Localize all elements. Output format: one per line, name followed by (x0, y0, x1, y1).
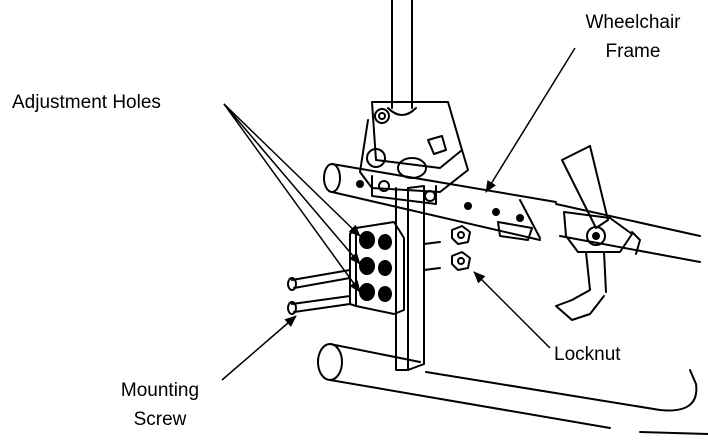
wheelchair-frame-label-line1: Wheelchair (585, 12, 681, 33)
wheelchair-frame-label-line2: Frame (605, 41, 661, 62)
lower-frame-tube (317, 343, 708, 435)
screw-leader-arrow (221, 315, 297, 381)
holes-leader-arrow-2 (223, 103, 361, 265)
mounting-screws (287, 269, 351, 315)
brake-assembly (555, 145, 641, 321)
mounting-bar (371, 175, 437, 371)
top-clamp (359, 101, 469, 193)
wheelchair-frame-tube (323, 163, 701, 263)
locknuts (423, 225, 471, 271)
mounting-screw-label-line1: Mounting (120, 380, 200, 401)
holes-leader-arrow-3 (223, 103, 361, 293)
mounting-screw-label: Mounting Screw (100, 376, 220, 434)
locknut-label: Locknut (554, 344, 621, 365)
upright-tube (387, 0, 417, 116)
adjustment-holes-label: Adjustment Holes (12, 92, 161, 113)
locknut-leader-arrow (473, 271, 551, 349)
mounting-screw-label-line2: Screw (133, 409, 187, 430)
holes-leader-arrow-1 (223, 103, 361, 237)
wheelchair-frame-label: Wheelchair Frame (568, 8, 698, 66)
frame-leader-arrow (485, 47, 576, 193)
